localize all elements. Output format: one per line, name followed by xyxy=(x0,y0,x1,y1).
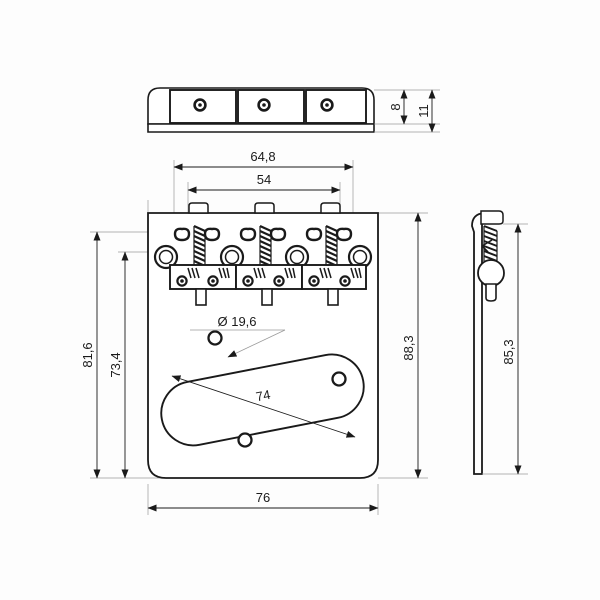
front-saddle-details xyxy=(176,267,362,287)
front-height-screw-2 xyxy=(261,288,273,306)
front-plate-hole-right xyxy=(331,371,347,387)
leader-dia-19-6: Ø 19,6 xyxy=(190,314,286,358)
front-mount-ring-1-inner xyxy=(158,249,174,265)
front-tab-3 xyxy=(320,202,341,214)
front-mount-ring-3-inner xyxy=(289,249,305,265)
top-view xyxy=(147,87,375,133)
dimension-88-3: 88,3 xyxy=(401,212,422,479)
dimension-54: 54 xyxy=(187,172,341,194)
front-height-screws xyxy=(195,288,339,306)
front-spring-1 xyxy=(193,225,206,268)
dimension-label-dia-19-6: Ø 19,6 xyxy=(217,314,256,329)
front-saddle-hatching xyxy=(187,267,362,279)
front-view: Ø 19,6 74 xyxy=(147,202,379,479)
dimension-label-73-4: 73,4 xyxy=(108,352,123,377)
front-tab-1 xyxy=(188,202,209,214)
dimension-label-8: 8 xyxy=(388,103,403,110)
dimension-11: 11 xyxy=(416,89,436,133)
front-string-hole-6 xyxy=(335,227,353,242)
front-top-tabs xyxy=(188,202,341,214)
front-tab-2 xyxy=(254,202,275,214)
side-spring xyxy=(481,225,498,263)
dimension-label-11: 11 xyxy=(416,104,431,118)
dimension-73-4: 73,4 xyxy=(108,251,129,479)
top-screw-center-1 xyxy=(198,103,202,107)
dimension-label-81-6: 81,6 xyxy=(80,342,95,367)
dimension-76: 76 xyxy=(147,490,379,512)
top-saddle-2 xyxy=(237,89,305,124)
front-string-hole-4 xyxy=(269,227,287,242)
top-screw-center-2 xyxy=(262,103,266,107)
dimension-8: 8 xyxy=(388,89,408,125)
side-saddle-post xyxy=(485,283,497,302)
front-springs xyxy=(193,225,338,268)
front-string-hole-3 xyxy=(239,227,257,242)
top-screw-holes xyxy=(193,98,334,112)
front-spring-3 xyxy=(325,225,338,268)
dimension-81-6: 81,6 xyxy=(80,231,101,479)
front-string-holes xyxy=(173,227,353,242)
dimension-label-74: 74 xyxy=(255,387,272,404)
side-top-lip xyxy=(480,210,504,225)
dimension-label-76: 76 xyxy=(256,490,270,505)
side-saddle xyxy=(477,259,505,287)
dimension-label-64-8: 64,8 xyxy=(250,149,275,164)
front-mount-ring-4-inner xyxy=(352,249,368,265)
front-string-hole-2 xyxy=(203,227,221,242)
front-string-hole-5 xyxy=(305,227,323,242)
front-plate-hole-bottom xyxy=(237,432,253,448)
front-string-hole-1 xyxy=(173,227,191,242)
dimension-64-8: 64,8 xyxy=(173,149,354,171)
side-view xyxy=(471,210,505,475)
front-plate-hole-top xyxy=(207,330,223,346)
front-height-screw-3 xyxy=(327,288,339,306)
front-mount-ring-2-inner xyxy=(224,249,240,265)
dimension-74: 74 xyxy=(171,375,356,438)
front-height-screw-1 xyxy=(195,288,207,306)
top-base-strip xyxy=(147,123,375,133)
dimension-label-88-3: 88,3 xyxy=(401,335,416,360)
dimension-85-3: 85,3 xyxy=(501,223,522,475)
top-saddle-3 xyxy=(305,89,367,124)
front-saddle-screw-centers xyxy=(180,279,347,283)
dimension-label-85-3: 85,3 xyxy=(501,339,516,364)
dimension-label-54: 54 xyxy=(257,172,271,187)
top-saddle-blocks xyxy=(169,89,367,124)
front-spring-2 xyxy=(259,225,272,268)
top-screw-center-3 xyxy=(325,103,329,107)
